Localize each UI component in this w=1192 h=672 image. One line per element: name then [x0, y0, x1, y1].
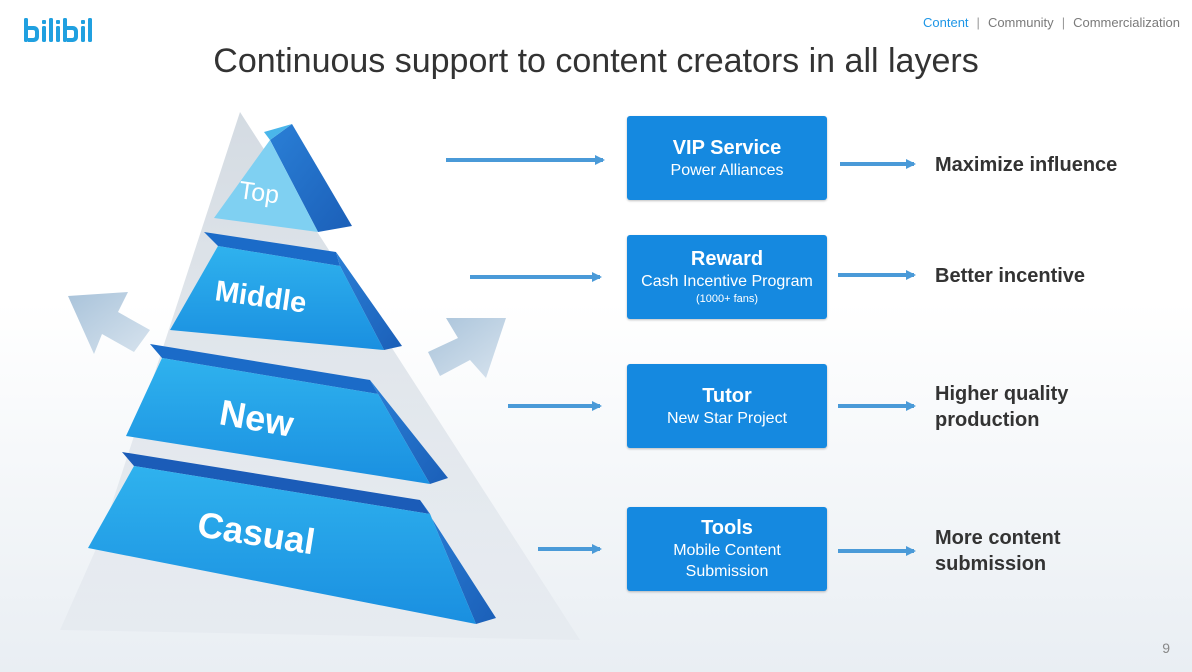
support-subtitle: New Star Project — [666, 409, 788, 427]
pyramid-layer-casual — [88, 452, 496, 624]
support-box-tutor: Tutor New Star Project — [627, 364, 827, 448]
page-number: 9 — [1162, 640, 1170, 656]
outcome-more-content: More content submission — [935, 527, 1061, 575]
nav-item-community[interactable]: Community — [987, 15, 1054, 30]
support-subtitle: Power Alliances — [670, 161, 784, 179]
nav-item-commercialization[interactable]: Commercialization — [1073, 15, 1180, 30]
support-title: Tools — [701, 517, 753, 539]
creator-pyramid: Top Middle New Casual — [60, 112, 580, 640]
support-subtitle: Cash Incentive Program — [641, 273, 813, 290]
support-box-tools: Tools Mobile Content Submission — [627, 507, 827, 591]
pyramid-layer-middle — [170, 232, 402, 350]
left-growth-arrow — [68, 292, 150, 354]
support-subtitle: Mobile Content Submission — [673, 542, 781, 580]
outcome-maximize-influence: Maximize influence — [935, 154, 1118, 176]
right-growth-arrow — [428, 318, 506, 378]
support-box-vip-service: VIP Service Power Alliances — [627, 116, 827, 200]
outcome-higher-quality: Higher quality production — [935, 383, 1069, 431]
pyramid-layer-new — [126, 344, 448, 484]
layer-label-top: Top — [237, 176, 281, 209]
support-note: (1000+ fans) — [695, 293, 759, 305]
section-nav: Content | Community | Commercialization — [923, 15, 1180, 30]
pyramid-layer-top — [214, 124, 352, 232]
nav-item-content[interactable]: Content — [923, 15, 969, 30]
bilibili-logo — [24, 18, 92, 42]
nav-separator: | — [976, 15, 980, 30]
support-title: Tutor — [702, 384, 752, 407]
outcome-better-incentive: Better incentive — [935, 265, 1086, 287]
support-title: Reward — [690, 248, 764, 270]
nav-separator: | — [1061, 15, 1066, 30]
support-title: VIP Service — [672, 136, 782, 159]
page-title: Continuous support to content creators i… — [213, 42, 979, 80]
support-box-reward: Reward Cash Incentive Program (1000+ fan… — [627, 235, 827, 319]
